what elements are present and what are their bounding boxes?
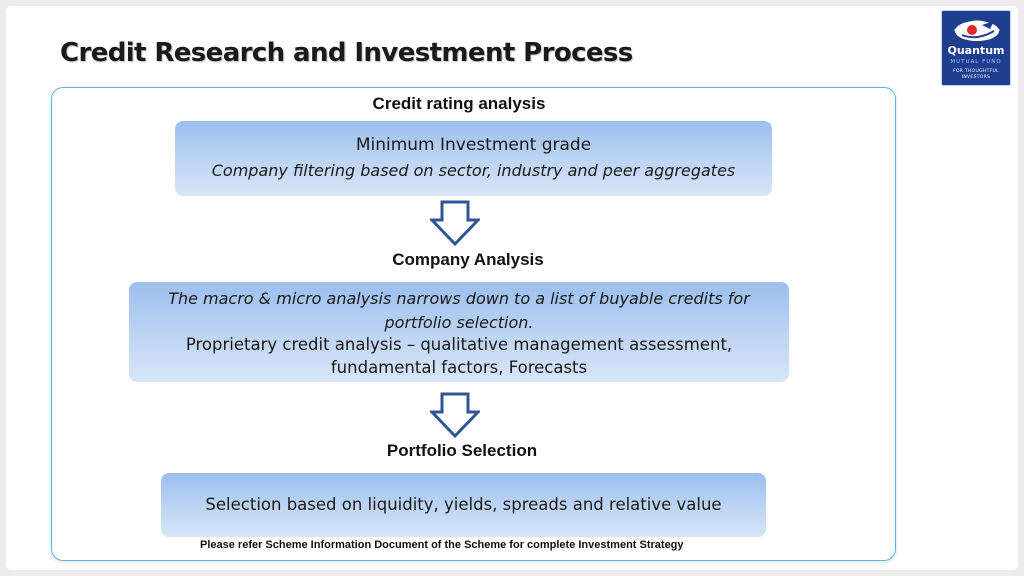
logo-emblem-icon (954, 20, 1000, 41)
stage-box-credit-rating: Minimum Investment grade Company filteri… (175, 121, 772, 196)
logo-tagline-1: FOR THOUGHTFUL (953, 69, 999, 74)
stage-line: Company filtering based on sector, indus… (211, 161, 736, 180)
logo-tagline: FOR THOUGHTFUL INVESTORS (942, 69, 1010, 81)
logo-tagline-2: INVESTORS (961, 75, 991, 80)
down-arrow-icon (430, 392, 480, 438)
page-title: Credit Research and Investment Process (60, 38, 633, 68)
stage-box-portfolio-selection: Selection based on liquidity, yields, sp… (161, 473, 766, 537)
stage-box-company-analysis: The macro & micro analysis narrows down … (129, 282, 789, 382)
stage-heading-credit-rating: Credit rating analysis (372, 94, 546, 113)
stage-line: Selection based on liquidity, yields, sp… (205, 495, 722, 514)
stage-line: Minimum Investment grade (355, 135, 592, 155)
stage-line: portfolio selection. (384, 313, 534, 332)
stage-heading-company-analysis: Company Analysis (392, 250, 544, 269)
stage-line: The macro & micro analysis narrows down … (168, 289, 750, 308)
stage-heading-portfolio-selection: Portfolio Selection (386, 441, 538, 460)
stage-line: fundamental factors, Forecasts (330, 358, 588, 377)
quantum-logo: Quantum MUTUAL FUND FOR THOUGHTFUL INVES… (941, 10, 1011, 86)
footnote: Please refer Scheme Information Document… (200, 539, 684, 551)
down-arrow-icon (430, 200, 480, 246)
logo-brand: Quantum (947, 44, 1005, 57)
logo-sub: MUTUAL FUND (950, 59, 1002, 65)
stage-line: Proprietary credit analysis – qualitativ… (185, 335, 733, 354)
